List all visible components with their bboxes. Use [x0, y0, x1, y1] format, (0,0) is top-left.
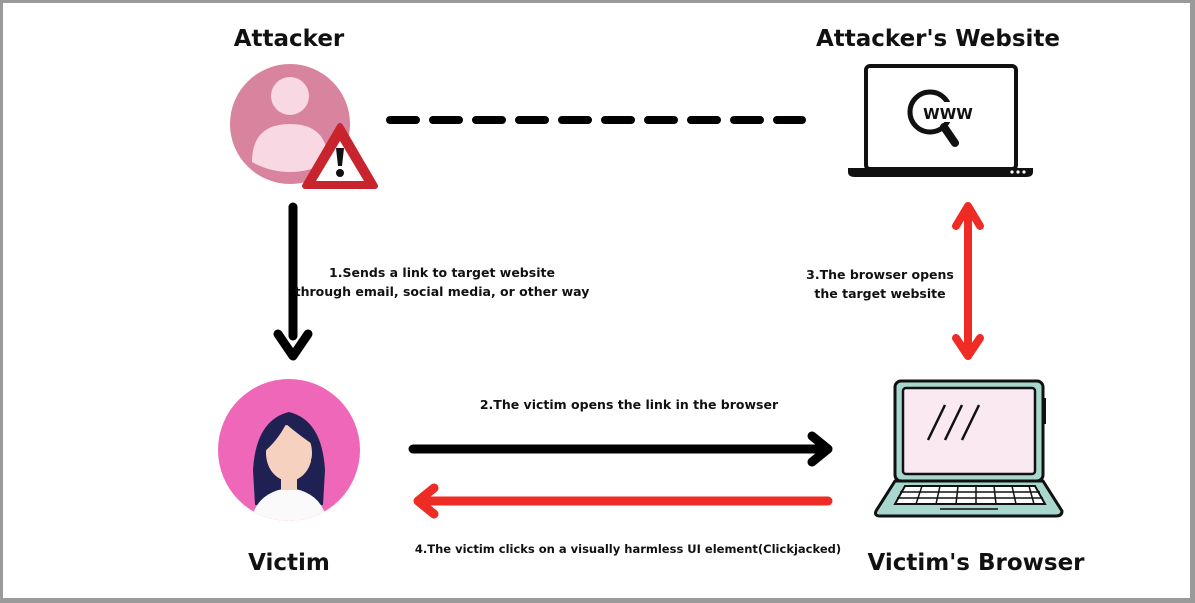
victim-laptop-icon: [874, 379, 1064, 518]
arrow-step4: [413, 483, 833, 519]
arrow-step3: [952, 202, 984, 360]
website-laptop-icon: [848, 64, 1033, 177]
victim-browser-title: Victim's Browser: [867, 550, 1085, 576]
step3-caption-line2: the target website: [814, 286, 946, 301]
www-icon-text: WWW: [923, 105, 973, 123]
arrow-step1: [273, 202, 313, 361]
step1-caption-line2: through email, social media, or other wa…: [294, 284, 590, 299]
warning-icon: [302, 123, 378, 189]
arrow-step2: [408, 431, 833, 467]
step2-caption: 2.The victim opens the link in the brows…: [479, 397, 779, 412]
step1-caption-line1: 1.Sends a link to target website: [329, 265, 555, 280]
step3-caption-line1: 3.The browser opens: [806, 267, 954, 282]
step3-caption: 3.The browser opens the target website: [806, 265, 954, 303]
attacker-avatar-icon: [230, 64, 350, 184]
step4-caption: 4.The victim clicks on a visually harmle…: [414, 542, 842, 556]
step1-caption: 1.Sends a link to target website through…: [295, 263, 590, 301]
victim-title: Victim: [248, 550, 330, 576]
attacker-website-title: Attacker's Website: [815, 26, 1061, 52]
victim-avatar-icon: [218, 379, 360, 521]
attacker-title: Attacker: [233, 26, 345, 52]
